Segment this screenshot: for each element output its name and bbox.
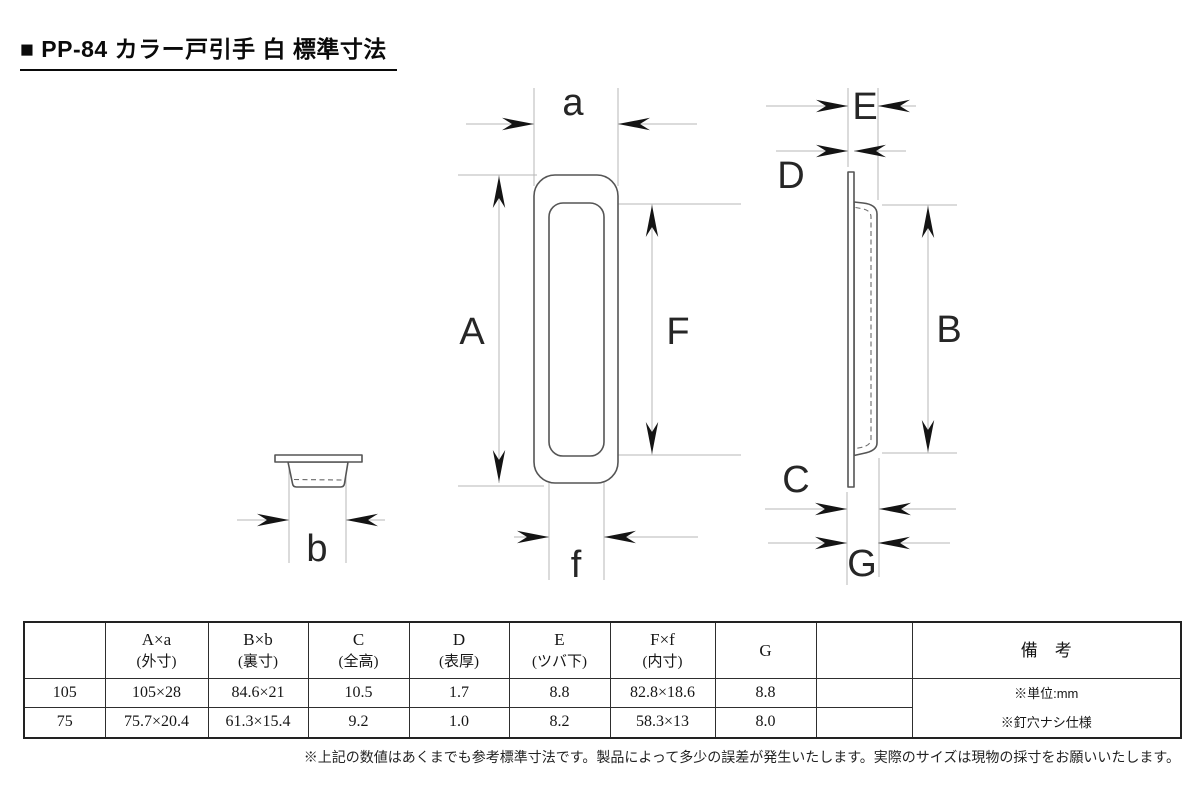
- table-header-row: A×a(外寸) B×b(裏寸) C(全高) D(表厚) E(ツバ下) F×f(内…: [23, 621, 1182, 679]
- header-cell-bxb: B×b(裏寸): [207, 621, 309, 679]
- header-cell-c: C(全高): [307, 621, 410, 679]
- cell-d: 1.7: [408, 677, 510, 709]
- cell-e: 8.8: [508, 677, 611, 709]
- page-title: ■ PP-84 カラー戸引手 白 標準寸法: [20, 30, 397, 71]
- handle-recess-outline: [548, 202, 605, 457]
- side-body-outline: [853, 201, 878, 457]
- cell-g: 8.8: [714, 677, 817, 709]
- header-cell-axa: A×a(外寸): [104, 621, 209, 679]
- cell-remarks: ※単位:mm ※釘穴ナシ仕様: [911, 677, 1182, 738]
- cell-c: 9.2: [307, 707, 410, 738]
- header-cell-fxf: F×f(内寸): [609, 621, 716, 679]
- section-flange-outline: [274, 454, 363, 463]
- header-cell-e: E(ツバ下): [508, 621, 611, 679]
- cell-d: 1.0: [408, 707, 510, 738]
- header-cell-size: [23, 621, 106, 679]
- table-row-105: 105 105×28 84.6×21 10.5 1.7 8.8 82.8×18.…: [23, 677, 1182, 738]
- header-cell-spare: [815, 621, 913, 679]
- side-faceplate-outline: [847, 171, 855, 488]
- cell-bxb: 61.3×15.4: [207, 707, 309, 738]
- dim-label-b: b: [306, 528, 327, 570]
- dim-label-D: D: [777, 155, 804, 197]
- side-dashed-line: [855, 206, 872, 450]
- header-cell-remarks: 備 考: [911, 621, 1182, 679]
- dim-label-E: E: [852, 86, 877, 128]
- dimension-drawing: a A F f b: [237, 82, 962, 586]
- cell-g: 8.0: [714, 707, 817, 738]
- header-cell-g: G: [714, 621, 817, 679]
- cell-spare: [815, 707, 913, 738]
- section-view: b: [237, 454, 385, 570]
- section-cup-outline: [287, 461, 349, 488]
- cell-axa: 75.7×20.4: [104, 707, 209, 738]
- dim-label-a: a: [562, 82, 584, 124]
- footer-note: ※上記の数値はあくまでも参考標準寸法です。製品によって多少の誤差が発生いたします…: [303, 751, 1180, 766]
- dim-label-G: G: [847, 543, 877, 585]
- cell-spare: [815, 677, 913, 709]
- spec-table: A×a(外寸) B×b(裏寸) C(全高) D(表厚) E(ツバ下) F×f(内…: [23, 621, 1182, 739]
- dim-label-F: F: [666, 311, 689, 353]
- remark-spec: ※釘穴ナシ仕様: [1000, 714, 1092, 730]
- front-view: a A F f: [458, 82, 741, 586]
- cell-size: 105: [23, 677, 106, 709]
- cell-e: 8.2: [508, 707, 611, 738]
- side-view: E D B C G: [765, 86, 962, 585]
- dim-label-A: A: [459, 311, 485, 353]
- dim-label-C: C: [782, 459, 809, 501]
- remark-unit: ※単位:mm: [1014, 685, 1079, 701]
- cell-fxf: 82.8×18.6: [609, 677, 716, 709]
- dim-label-B: B: [936, 309, 961, 351]
- table-row-75: 75 75.7×20.4 61.3×15.4 9.2 1.0 8.2 58.3×…: [23, 707, 1181, 738]
- cell-bxb: 84.6×21: [207, 677, 309, 709]
- section-view-arrows: [257, 513, 378, 527]
- cell-fxf: 58.3×13: [609, 707, 716, 738]
- cell-size: 75: [23, 707, 106, 738]
- dim-label-f: f: [571, 544, 582, 586]
- cell-axa: 105×28: [104, 677, 209, 709]
- cell-c: 10.5: [307, 677, 410, 709]
- header-cell-d: D(表厚): [408, 621, 510, 679]
